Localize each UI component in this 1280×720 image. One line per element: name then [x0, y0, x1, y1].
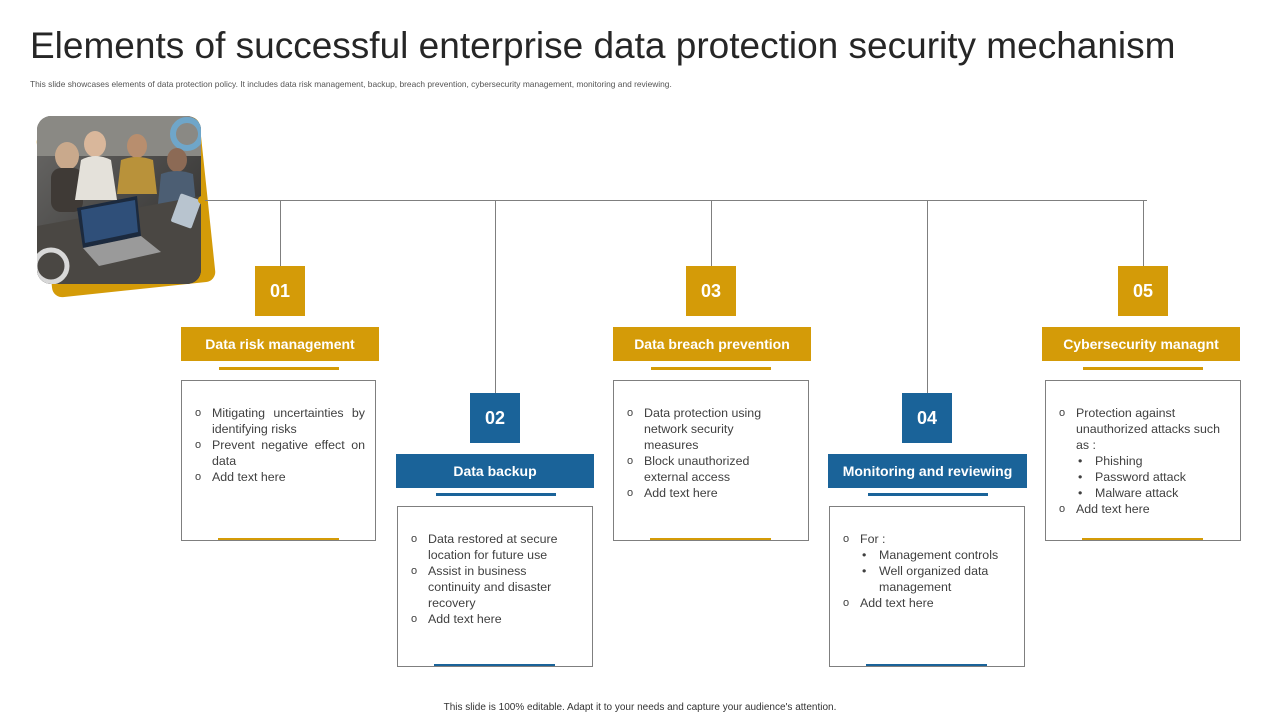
- connector-line-05: [1143, 200, 1144, 266]
- list-item: Protection against unauthorized attacks …: [1056, 405, 1232, 501]
- list-item: Assist in business continuity and disast…: [408, 563, 573, 611]
- slide-title: Elements of successful enterprise data p…: [30, 25, 1176, 66]
- connector-line-04: [927, 200, 928, 393]
- element-bullet-list: Protection against unauthorized attacks …: [1056, 405, 1232, 517]
- label-underline: [219, 367, 339, 370]
- box-bottom-accent: [1082, 538, 1203, 540]
- list-item: Add text here: [1056, 501, 1232, 517]
- connector-line-03: [711, 200, 712, 266]
- element-number-05: 05: [1118, 266, 1168, 316]
- element-label-data-risk-management: Data risk management: [181, 327, 379, 361]
- list-item: For : Management controls Well organized…: [840, 531, 1010, 595]
- sub-list-item: Malware attack: [1076, 485, 1232, 501]
- element-box-cybersecurity-management: Protection against unauthorized attacks …: [1045, 380, 1241, 541]
- sub-list-item: Password attack: [1076, 469, 1232, 485]
- list-item: Add text here: [192, 469, 365, 485]
- list-item: Mitigating uncertainties by identifying …: [192, 405, 365, 437]
- footer-note: This slide is 100% editable. Adapt it to…: [443, 702, 837, 713]
- element-number-02: 02: [470, 393, 520, 443]
- label-underline: [436, 493, 556, 496]
- element-box-data-breach-prevention: Data protection using network security m…: [613, 380, 809, 541]
- list-item: Add text here: [408, 611, 573, 627]
- element-box-data-risk-management: Mitigating uncertainties by identifying …: [181, 380, 376, 541]
- list-item: Block unauthorized external access: [624, 453, 789, 485]
- label-underline: [651, 367, 771, 370]
- sub-bullet-list: Phishing Password attack Malware attack: [1076, 453, 1232, 501]
- sub-list-item: Management controls: [860, 547, 1010, 563]
- element-label-cybersecurity-management: Cybersecurity managnt: [1042, 327, 1240, 361]
- sub-bullet-list: Management controls Well organized data …: [860, 547, 1010, 595]
- element-bullet-list: Data restored at secure location for fut…: [408, 531, 573, 627]
- element-bullet-list: Mitigating uncertainties by identifying …: [192, 405, 365, 485]
- list-item: Prevent negative effect on data: [192, 437, 365, 469]
- box-bottom-accent: [434, 664, 555, 666]
- element-box-data-backup: Data restored at secure location for fut…: [397, 506, 593, 667]
- element-box-monitoring-and-reviewing: For : Management controls Well organized…: [829, 506, 1025, 667]
- list-item: Add text here: [624, 485, 789, 501]
- connector-line-02: [495, 200, 496, 393]
- list-item: Add text here: [840, 595, 1010, 611]
- label-underline: [1083, 367, 1203, 370]
- element-label-monitoring-and-reviewing: Monitoring and reviewing: [828, 454, 1027, 488]
- connector-start-dot: [198, 196, 206, 204]
- connector-line-01: [280, 200, 281, 266]
- element-label-data-breach-prevention: Data breach prevention: [613, 327, 811, 361]
- list-item: Data protection using network security m…: [624, 405, 789, 453]
- element-number-03: 03: [686, 266, 736, 316]
- element-bullet-list: Data protection using network security m…: [624, 405, 789, 501]
- box-bottom-accent: [866, 664, 987, 666]
- label-underline: [868, 493, 988, 496]
- team-meeting-photo: [37, 116, 201, 284]
- connector-line-horizontal: [205, 200, 1147, 201]
- box-bottom-accent: [650, 538, 771, 540]
- slide-subtitle: This slide showcases elements of data pr…: [30, 79, 672, 89]
- box-bottom-accent: [218, 538, 339, 540]
- list-item-text: Protection against unauthorized attacks …: [1076, 406, 1220, 452]
- sub-list-item: Phishing: [1076, 453, 1232, 469]
- list-item: Data restored at secure location for fut…: [408, 531, 573, 563]
- element-label-data-backup: Data backup: [396, 454, 594, 488]
- element-bullet-list: For : Management controls Well organized…: [840, 531, 1010, 611]
- element-number-04: 04: [902, 393, 952, 443]
- sub-list-item: Well organized data management: [860, 563, 1010, 595]
- element-number-01: 01: [255, 266, 305, 316]
- list-item-text: For :: [860, 532, 886, 546]
